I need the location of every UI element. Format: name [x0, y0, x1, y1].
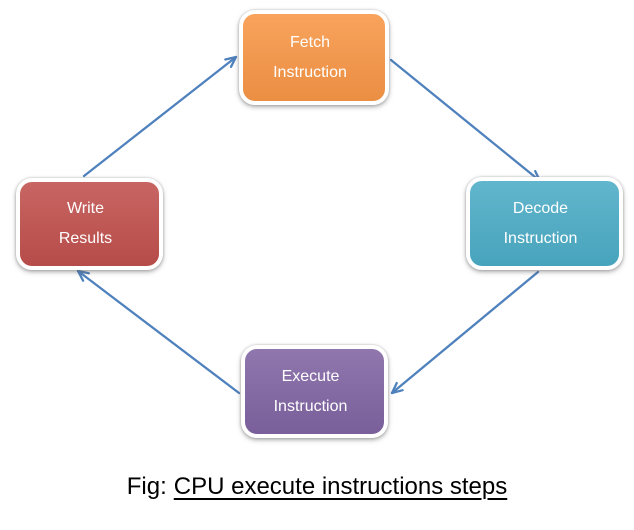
arrow-execute-instruction-to-write-results — [76, 269, 241, 395]
figure-caption: Fig:CPU execute instructions steps — [0, 471, 634, 503]
node-label-line1: Decode — [512, 199, 569, 217]
arrow-write-results-to-fetch-instruction — [82, 55, 238, 178]
arrow-fetch-instruction-to-decode-instruction — [389, 58, 542, 183]
node-decode-instruction: Decode Instruction — [466, 177, 623, 270]
node-label-line1: Write — [66, 200, 105, 217]
node-label-line1: Fetch — [289, 33, 330, 51]
node-fetch-instruction: Fetch Instruction — [239, 10, 389, 105]
node-write-results: Write Results — [16, 178, 163, 270]
node-label-line2: Instruction — [273, 63, 347, 81]
arrow-decode-instruction-to-execute-instruction — [390, 270, 540, 395]
node-label-line2: Results — [58, 230, 113, 247]
node-label-line2: Instruction — [273, 397, 348, 415]
node-label-line1: Execute — [281, 367, 340, 385]
caption-prefix: Fig: — [126, 473, 167, 500]
caption-underlined-text: CPU execute instructions steps — [173, 473, 508, 500]
node-execute-instruction: Execute Instruction — [241, 345, 388, 438]
node-label-line2: Instruction — [503, 229, 578, 247]
